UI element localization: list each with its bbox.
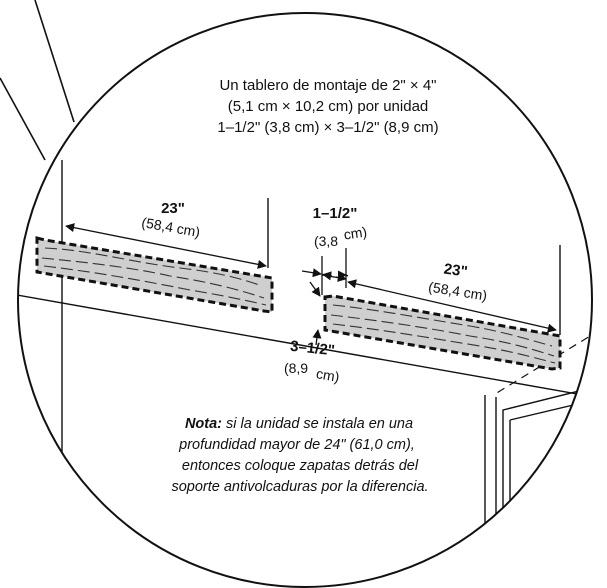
header-text: Un tablero de montaje de 2" × 4" (5,1 cm…: [217, 77, 438, 136]
header-line-1: Un tablero de montaje de 2" × 4": [219, 77, 436, 94]
dimension-labels: 23" (58,4 cm) 1–1/2" (3,8 cm) 23" (58,4 …: [140, 200, 488, 385]
note-line-3: entonces coloque zapatas detrás del: [182, 458, 419, 474]
dimension-arrows: [65, 223, 557, 346]
gap-label: 1–1/2": [313, 205, 358, 222]
header-line-3: 1–1/2" (3,8 cm) × 3–1/2" (8,9 cm): [217, 119, 438, 136]
depth-metric-a: (8,9: [284, 360, 308, 376]
note-label: Nota:: [185, 416, 222, 432]
gap-metric-b: cm): [343, 224, 368, 243]
depth-label: 3–1/2": [289, 338, 335, 360]
gap-metric-a: (3,8: [314, 233, 338, 249]
note-line-1: Nota: si la unidad se instala en una: [185, 416, 413, 432]
detail-circle: [17, 12, 593, 588]
depth-arrow-top: [309, 281, 321, 297]
depth-arrow-bottom: [312, 329, 322, 346]
gap-arrow-right: [345, 274, 349, 277]
left-length-arrow: [65, 223, 267, 269]
right-length-arrow: [347, 279, 557, 333]
leader-lines: [0, 0, 75, 161]
note-line-4: soporte antivolcaduras por la diferencia…: [171, 479, 428, 495]
gap-arrow-left: [301, 268, 322, 278]
note-text: Nota: si la unidad se instala en una pro…: [171, 416, 428, 495]
depth-metric-b: cm): [315, 365, 341, 385]
left-length-label: 23": [161, 200, 185, 217]
note-line-2: profundidad mayor de 24" (61,0 cm),: [178, 437, 415, 453]
header-line-2: (5,1 cm × 10,2 cm) por unidad: [228, 98, 429, 115]
right-length-label: 23": [443, 260, 469, 280]
